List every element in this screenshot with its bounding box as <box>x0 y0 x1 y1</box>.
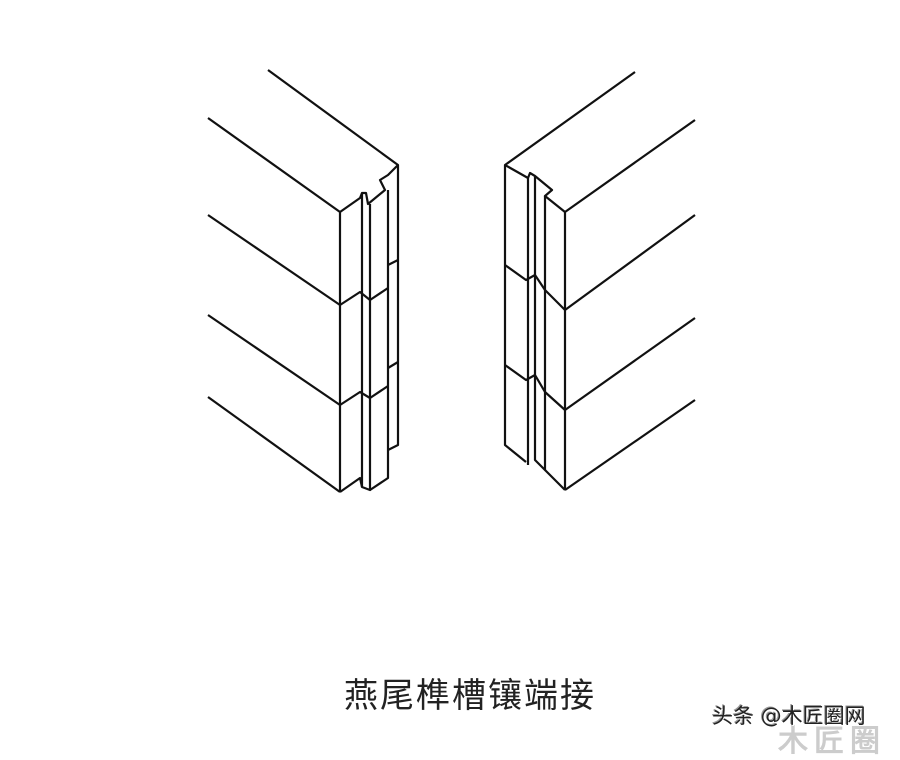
watermark-text: 头条 @木匠圈网 <box>712 704 866 728</box>
right-board-stack <box>503 71 696 491</box>
left-board-stack <box>207 69 400 493</box>
diagram-caption: 燕尾榫槽镶端接 <box>344 676 596 716</box>
